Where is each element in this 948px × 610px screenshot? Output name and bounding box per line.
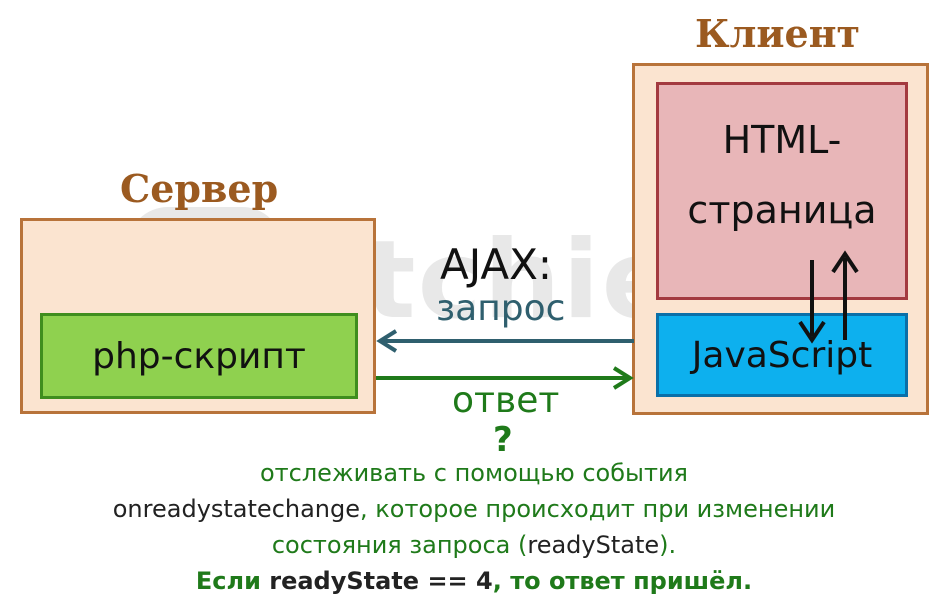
response-label: ответ (452, 380, 560, 421)
html-page-label-2: страница (687, 188, 877, 232)
caption-line-4: Если readyState == 4, то ответ пришёл. (0, 563, 948, 599)
caption-line-4-a: Если (195, 567, 270, 595)
javascript-box: JavaScript (656, 313, 908, 397)
caption-readystate: readyState (527, 531, 660, 559)
ajax-label: AJAX: (440, 240, 553, 289)
caption-line-3: состояния запроса (readyState). (0, 527, 948, 563)
caption-line-2: onreadystatechange, которое происходит п… (0, 491, 948, 527)
php-script-label: php-скрипт (92, 335, 306, 377)
vertical-arrows (798, 250, 859, 344)
request-label: запрос (436, 288, 566, 329)
question-mark: ? (493, 420, 513, 460)
html-page-box: HTML- страница (656, 82, 908, 300)
caption-line-1: отслеживать с помощью события (0, 455, 948, 491)
response-arrow (376, 366, 634, 390)
request-arrow (376, 329, 634, 353)
caption-line-4-c: , то ответ пришёл. (492, 567, 753, 595)
caption-line-3-text: состояния запроса ( (271, 531, 528, 559)
php-script-box: php-скрипт (40, 313, 358, 399)
server-title: Сервер (120, 166, 279, 211)
html-page-label-1: HTML- (722, 118, 842, 162)
caption: отслеживать с помощью события onreadysta… (0, 455, 948, 599)
caption-line-4-b: readyState == 4 (269, 567, 493, 595)
caption-event-name: onreadystatechange (112, 495, 361, 523)
caption-line-3-end: ). (659, 531, 677, 559)
caption-line-1-text: отслеживать с помощью события (259, 459, 688, 487)
caption-line-2-text: , которое происходит при изменении (360, 495, 836, 523)
client-title: Клиент (695, 11, 861, 56)
javascript-label: JavaScript (691, 334, 873, 376)
